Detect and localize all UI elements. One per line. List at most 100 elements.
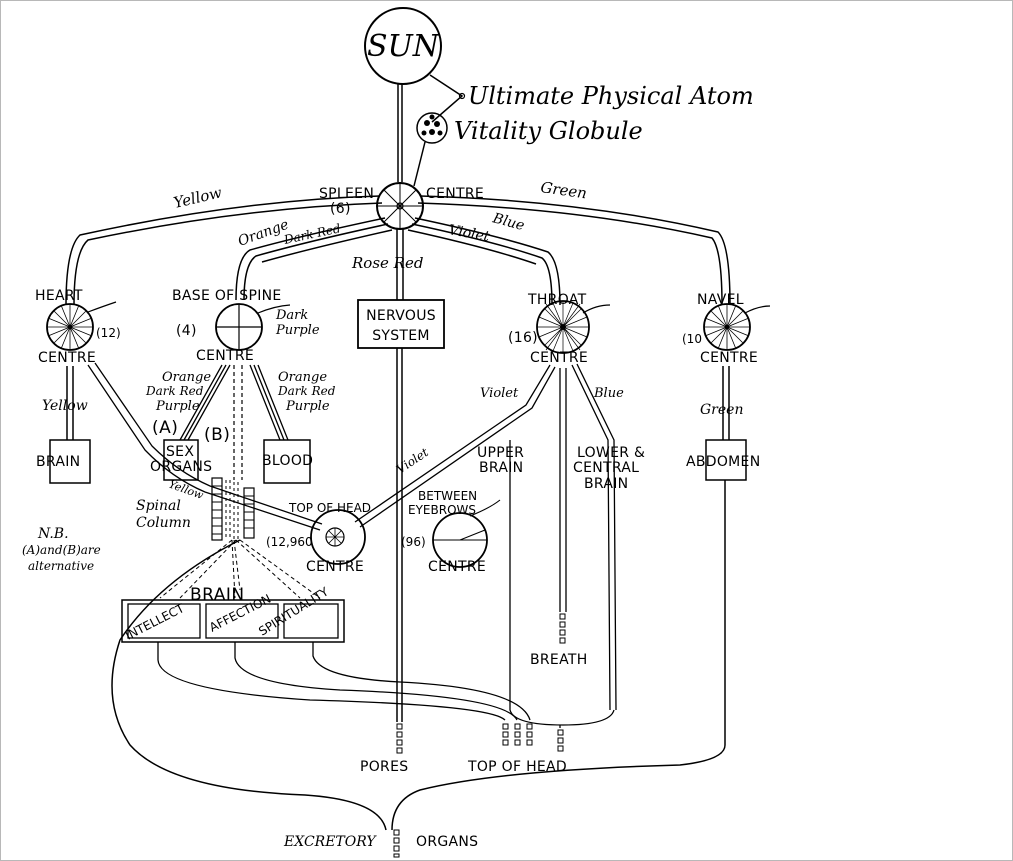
yellow-top-label: Yellow	[172, 183, 224, 212]
pores-dots	[396, 723, 403, 754]
top-head-label: TOP OF HEAD	[288, 501, 371, 515]
base-spine-wheel	[215, 303, 263, 351]
lower-brain-label-1: LOWER &	[577, 445, 645, 461]
brain-left-box	[49, 439, 91, 484]
base-centre-label: CENTRE	[196, 348, 254, 364]
sex-organs-label-1: SEX	[166, 444, 194, 460]
heart-number: (12)	[96, 326, 121, 340]
breath-dots	[559, 613, 566, 644]
blood-box	[263, 439, 311, 484]
rose-red-channel	[396, 229, 404, 300]
top-head-centre-label: CENTRE	[306, 559, 364, 575]
spleen-number: (6)	[330, 201, 351, 217]
brain-big-box	[121, 599, 345, 643]
heart-label: HEART	[35, 288, 83, 304]
excretory-label: EXCRETORY	[283, 834, 377, 850]
violet-throat-label: Violet	[480, 386, 519, 401]
between-eyebrows-label-2: EYEBROWS	[408, 503, 476, 517]
throat-to-breath-line	[559, 368, 567, 612]
spirituality-box	[283, 603, 339, 639]
sex-organs-label-2: ORGANS	[150, 459, 212, 475]
violet-top-label: Violet	[447, 222, 491, 245]
top-of-head-dots	[502, 723, 564, 752]
channel-green	[417, 195, 731, 306]
heart-to-brain-line	[66, 366, 74, 440]
a-label: (A)	[152, 418, 178, 438]
navel-wheel	[703, 303, 751, 351]
navel-number: (10	[682, 332, 702, 346]
spleen-centre	[376, 182, 424, 230]
blood-label: BLOOD	[262, 453, 313, 469]
brain-big-label: BRAIN	[190, 585, 245, 605]
heart-centre-label: CENTRE	[38, 350, 96, 366]
navel-arrow	[744, 305, 771, 314]
dark-purple-label-2: Purple	[275, 323, 320, 338]
channel-orange-darkred	[235, 217, 393, 301]
nb-label-3: alternative	[28, 559, 94, 573]
top-of-head-wheel	[310, 509, 366, 565]
organs-label: ORGANS	[416, 834, 478, 850]
base-spine-label: BASE OF SPINE	[172, 288, 282, 304]
atom-dot	[458, 92, 466, 100]
navel-to-abdomen-line	[722, 366, 730, 440]
sun-label: SUN	[367, 29, 441, 64]
heart-to-top-of-head-channel	[87, 362, 323, 531]
vitality-globule-icon	[416, 112, 448, 144]
abdomen-label: ABDOMEN	[686, 454, 760, 470]
brain-dashed-connectors	[159, 539, 321, 599]
spinal-column	[211, 477, 255, 541]
pores-label: PORES	[360, 759, 408, 775]
left-excretory-curve	[111, 539, 387, 831]
throat-arrow	[582, 304, 611, 314]
green-top-label: Green	[539, 178, 588, 202]
base-b-channel	[233, 365, 243, 480]
excretory-dots	[393, 829, 400, 858]
heart-centre-wheel	[46, 303, 94, 351]
vitality-globule-label: Vitality Globule	[454, 117, 643, 145]
orange-right-label: Orange	[278, 370, 327, 385]
rose-red-label: Rose Red	[351, 254, 423, 272]
lower-brain-label-2: CENTRAL	[573, 460, 639, 476]
purple-left-label: Purple	[155, 399, 200, 414]
nervous-label-2: SYSTEM	[372, 328, 430, 344]
throat-label: THROAT	[527, 292, 587, 308]
sun-to-globule-connector	[429, 74, 464, 123]
blue-top-label: Blue	[490, 210, 526, 234]
throat-number: (16)	[508, 330, 538, 346]
heart-arrow	[87, 301, 117, 313]
upper-brain-label-2: BRAIN	[479, 460, 523, 476]
purple-right-label: Purple	[285, 399, 330, 414]
throat-violet-channel	[354, 364, 556, 528]
spinal-column-label-1: Spinal	[136, 498, 181, 514]
upper-brain-label-1: UPPER	[477, 445, 524, 461]
spleen-label: SPLEEN	[319, 186, 374, 202]
base-to-blood-channel	[249, 364, 289, 441]
abdomen-to-excretory-line	[391, 480, 726, 831]
violet-diagonal-label: Violet	[394, 445, 431, 476]
sun-node: SUN	[364, 7, 442, 85]
lower-brain-label-3: BRAIN	[584, 476, 628, 492]
yellow-left-label: Yellow	[42, 398, 88, 414]
blue-throat-label: Blue	[593, 386, 624, 401]
navel-centre-label: CENTRE	[700, 350, 758, 366]
between-number: (96)	[401, 535, 426, 549]
base-to-sex-organs-channel	[179, 364, 231, 441]
brain-left-label: BRAIN	[36, 454, 80, 470]
orange-left-label: Orange	[162, 370, 211, 385]
b-label: (B)	[204, 425, 230, 445]
top-of-head-bottom-label: TOP OF HEAD	[467, 759, 567, 775]
nervous-to-pores-line	[396, 348, 403, 722]
nervous-system-box	[357, 299, 445, 349]
top-head-number: (12,960	[266, 535, 313, 549]
channel-blue-violet	[407, 217, 561, 306]
spinal-column-label-2: Column	[136, 515, 191, 531]
abdomen-box	[705, 439, 747, 481]
sun-to-spleen-line	[397, 84, 403, 182]
between-eyebrows-wheel	[432, 512, 488, 568]
throat-wheel	[536, 300, 590, 354]
throat-blue-channel	[571, 363, 617, 711]
affection-box	[205, 603, 279, 639]
dark-purple-label-1: Dark	[275, 308, 308, 323]
ultimate-atom-label: Ultimate Physical Atom	[468, 82, 754, 110]
